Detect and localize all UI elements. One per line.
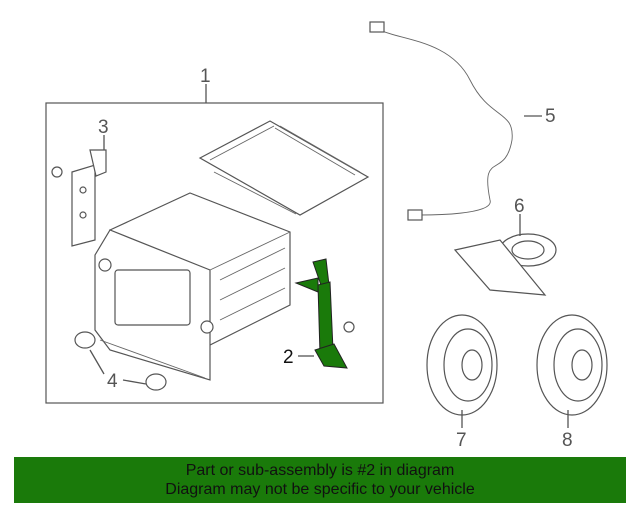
chassis-cover-plate [198, 120, 370, 216]
left-mounting-bracket [71, 149, 107, 247]
parts-diagram: 1 3 2 [45, 21, 608, 451]
banner-line-1: Part or sub-assembly is #2 in diagram [185, 462, 455, 479]
callout-5: 5 [545, 106, 556, 127]
tweeter-speaker [453, 233, 557, 296]
door-speaker-8 [536, 314, 608, 416]
callout-8: 8 [562, 430, 573, 451]
highlighted-bracket-part-2 [294, 258, 348, 369]
knobs [74, 331, 167, 391]
antenna-cable [369, 21, 513, 221]
callout-2: 2 [283, 347, 294, 368]
callout-7: 7 [456, 430, 467, 451]
assembly-frame [45, 102, 384, 404]
radio-head-unit [94, 192, 291, 381]
callout-1: 1 [200, 66, 211, 87]
callout-4: 4 [107, 371, 118, 392]
callout-3: 3 [98, 117, 109, 138]
notice-banner: Part or sub-assembly is #2 in diagram Di… [14, 457, 626, 503]
door-speaker-7 [426, 314, 498, 416]
callout-6: 6 [514, 196, 525, 217]
banner-line-2: Diagram may not be specific to your vehi… [165, 481, 475, 498]
screw-left [51, 166, 63, 178]
screw-right [343, 321, 355, 333]
